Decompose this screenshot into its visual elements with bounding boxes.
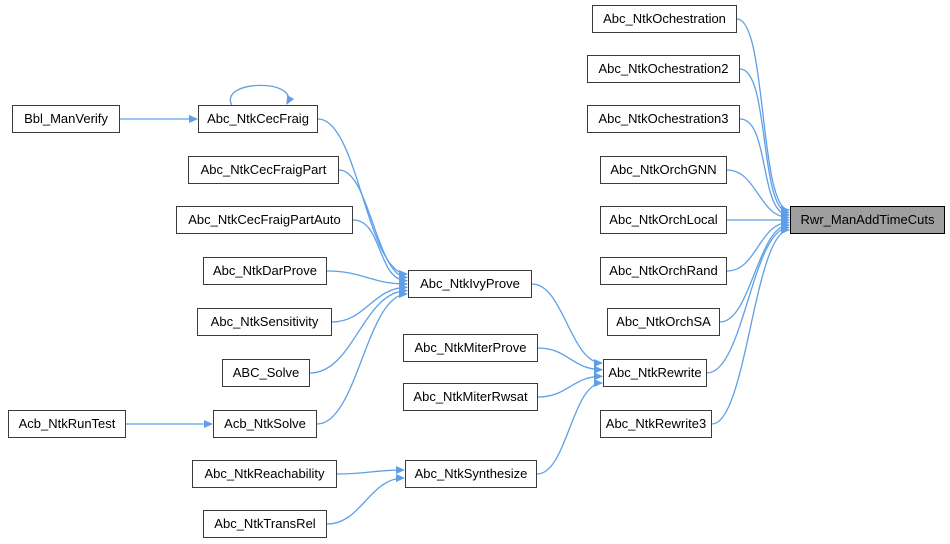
edge-arrow	[736, 18, 790, 214]
edge-arrow	[316, 290, 408, 425]
node-Acb_NtkSolve[interactable]: Acb_NtkSolve	[213, 410, 317, 438]
edge-arrow	[536, 379, 603, 475]
node-Abc_NtkOchestration3[interactable]: Abc_NtkOchestration3	[587, 105, 740, 133]
node-Rwr_ManAddTimeCuts: Rwr_ManAddTimeCuts	[790, 206, 945, 234]
node-Acb_NtkRunTest[interactable]: Acb_NtkRunTest	[8, 410, 126, 438]
node-Abc_NtkOrchRand[interactable]: Abc_NtkOrchRand	[600, 257, 727, 285]
node-Bbl_ManVerify[interactable]: Bbl_ManVerify	[12, 105, 120, 133]
edge-arrow	[326, 270, 408, 288]
node-Abc_NtkCecFraigPartAuto[interactable]: Abc_NtkCecFraigPartAuto	[176, 206, 353, 234]
edge-arrow	[309, 286, 408, 374]
node-Abc_NtkMiterRwsat[interactable]: Abc_NtkMiterRwsat	[403, 383, 538, 411]
node-Abc_NtkOchestration[interactable]: Abc_NtkOchestration	[592, 5, 737, 33]
node-Abc_NtkMiterProve[interactable]: Abc_NtkMiterProve	[403, 334, 538, 362]
node-Abc_NtkOrchGNN[interactable]: Abc_NtkOrchGNN	[600, 156, 727, 184]
node-Abc_NtkOrchSA[interactable]: Abc_NtkOrchSA	[607, 308, 720, 336]
edge-arrow	[739, 68, 790, 217]
edge-arrow	[719, 221, 790, 323]
edge-arrow	[338, 169, 408, 282]
node-Abc_NtkOrchLocal[interactable]: Abc_NtkOrchLocal	[600, 206, 727, 234]
node-Abc_NtkRewrite3[interactable]: Abc_NtkRewrite3	[600, 410, 712, 438]
edge-arrow	[537, 347, 603, 374]
node-Abc_NtkOchestration2[interactable]: Abc_NtkOchestration2	[587, 55, 740, 83]
node-Abc_NtkSynthesize[interactable]: Abc_NtkSynthesize	[405, 460, 537, 488]
edge-arrow	[706, 223, 790, 374]
edge-arrow	[739, 118, 790, 219]
node-ABC_Solve[interactable]: ABC_Solve	[222, 359, 310, 387]
node-Abc_NtkTransRel[interactable]: Abc_NtkTransRel	[203, 510, 327, 538]
edge-arrow	[537, 372, 603, 398]
edge-arrow	[531, 283, 603, 367]
node-Abc_NtkSensitivity[interactable]: Abc_NtkSensitivity	[197, 308, 332, 336]
node-Abc_NtkCecFraig[interactable]: Abc_NtkCecFraig	[198, 105, 318, 133]
edge-arrow	[336, 466, 405, 475]
edge-arrow	[331, 283, 408, 323]
node-Abc_NtkIvyProve[interactable]: Abc_NtkIvyProve	[408, 270, 532, 298]
edge-arrow	[711, 226, 790, 425]
edge-arrow	[726, 169, 790, 222]
node-Abc_NtkCecFraigPart[interactable]: Abc_NtkCecFraigPart	[188, 156, 339, 184]
node-Abc_NtkReachability[interactable]: Abc_NtkReachability	[192, 460, 337, 488]
edge-arrow	[326, 474, 405, 525]
edge-arrow	[229, 84, 295, 106]
node-Abc_NtkDarProve[interactable]: Abc_NtkDarProve	[203, 257, 327, 285]
node-Abc_NtkRewrite[interactable]: Abc_NtkRewrite	[603, 359, 707, 387]
edge-arrow	[352, 219, 408, 285]
edge-arrow	[726, 218, 790, 272]
